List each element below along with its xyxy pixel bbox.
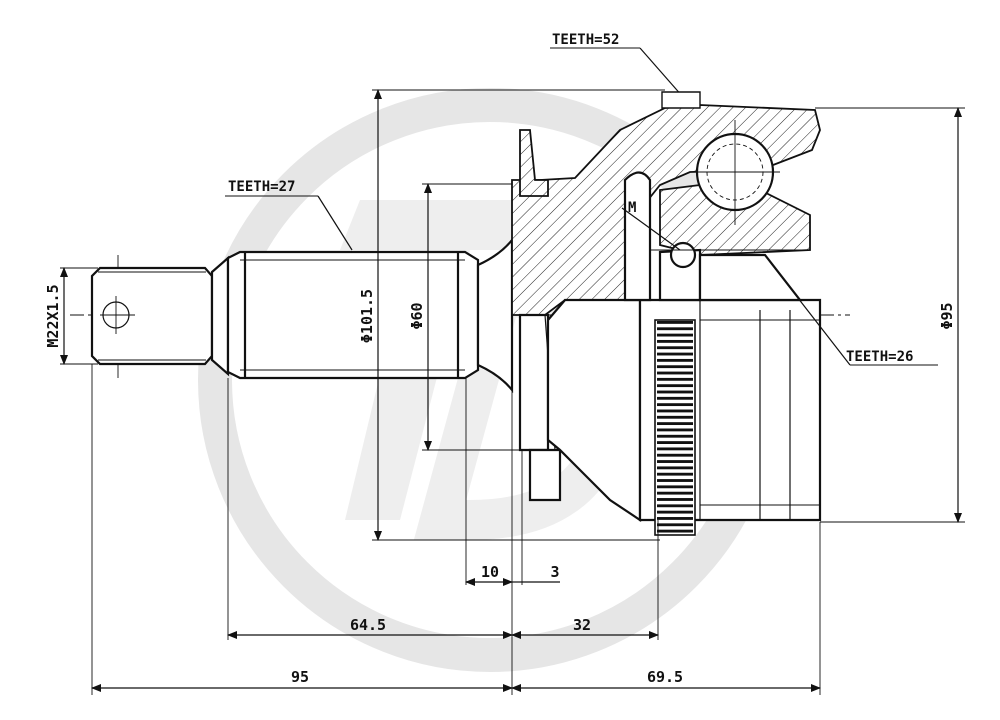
dimension-lines [60,89,965,695]
inner-race [623,120,811,302]
splined-shaft [226,250,480,380]
dim-69-5: 69.5 [647,668,683,686]
tone-ring-tooth [657,428,693,432]
tone-ring-tooth [657,352,693,356]
shaft-neck [476,236,514,394]
tone-ring-tooth [657,498,693,501]
tone-ring-tooth [657,346,693,350]
tone-ring-tooth [657,377,693,381]
dim-dia-101-5: Φ101.5 [358,289,376,343]
threaded-stub [90,255,230,378]
tone-ring-tooth [657,339,693,343]
dim-32: 32 [573,616,591,634]
tone-ring-tooth [657,441,693,444]
tone-ring-tooth [657,333,693,337]
tone-ring-frame [654,319,696,536]
tone-ring-tooth [657,472,693,476]
tone-ring-tooth [657,447,693,451]
tone-ring-tooth [657,422,693,426]
tone-ring-tooth [657,460,693,463]
abs-tone-ring [654,319,696,536]
tone-ring-tooth [657,517,693,520]
dim-dia-60: Φ60 [408,302,426,329]
tone-ring-tooth [657,523,693,527]
dim-95: 95 [291,668,309,686]
dim-10: 10 [481,563,499,581]
tone-ring-tooth [657,409,693,413]
tone-ring-tooth [657,365,693,369]
tone-ring-tooth [657,415,693,419]
label-marker-m: M [628,200,636,216]
tone-ring-tooth [657,434,693,438]
tone-ring-tooth [657,396,693,400]
tone-ring-tooth [657,529,693,533]
label-teeth-52: TEETH=52 [552,32,619,48]
dim-64-5: 64.5 [350,616,386,634]
dim-3: 3 [550,563,559,581]
leader-lines [225,47,938,366]
tone-ring-tooth [657,453,693,457]
dim-thread: M22X1.5 [44,284,62,347]
tone-ring-tooth [657,371,693,375]
tone-ring-tooth [657,510,693,514]
tone-ring-tooth [657,327,693,331]
tone-ring-tooth [657,390,693,394]
tone-ring-tooth [657,321,693,324]
tone-ring-tooth [657,466,693,470]
tone-ring-tooth [657,479,693,482]
tone-ring-tooth [657,504,693,508]
tone-ring-tooth [657,403,693,407]
label-teeth-27: TEETH=27 [228,179,295,195]
tone-ring-tooth [657,358,693,362]
label-teeth-26: TEETH=26 [846,349,913,365]
tone-ring-tooth [657,485,693,489]
dim-dia-95: Φ95 [938,302,956,329]
tone-ring-tooth [657,384,693,388]
tone-ring-tooth [657,491,693,495]
